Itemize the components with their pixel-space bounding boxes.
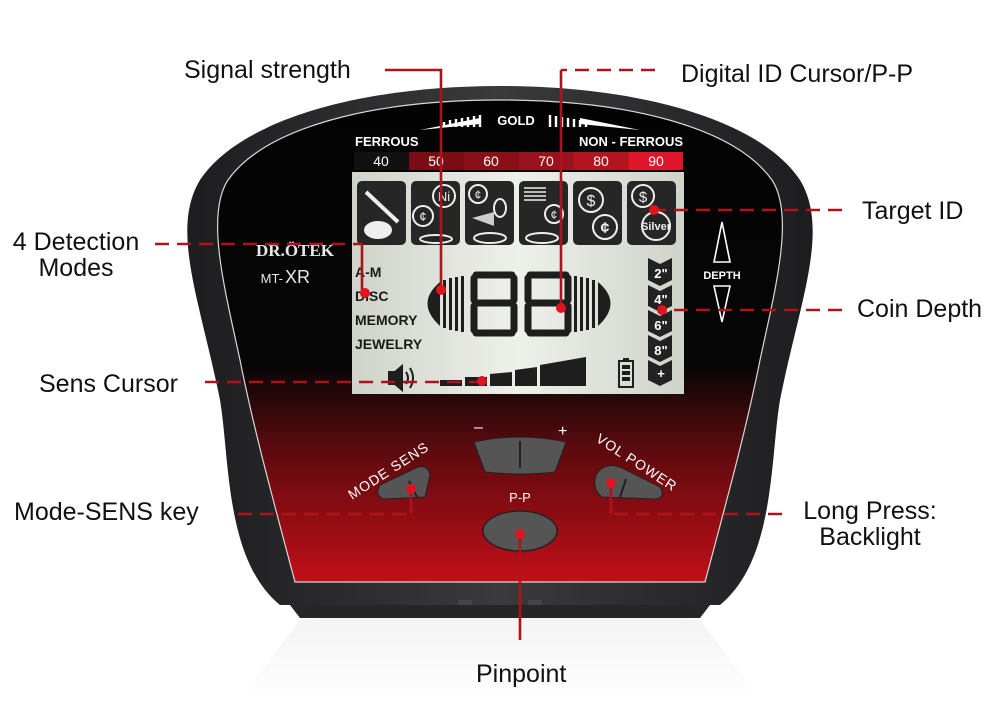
mode-sens-button[interactable] [377, 466, 431, 500]
brand-logo: DR.ÖTEK [256, 241, 335, 260]
scale-90: 90 [648, 153, 664, 169]
depth-2: 2" [654, 266, 667, 281]
callout-sens-cursor: Sens Cursor [39, 370, 178, 398]
mode-jewelry: JEWELRY [355, 336, 423, 352]
long-press-line1: Long Press: [803, 497, 937, 525]
scale-70: 70 [538, 153, 554, 169]
depth-label: DEPTH [703, 270, 740, 282]
gold-label: GOLD [497, 113, 535, 128]
callout-long-press-backlight: Long Press: Backlight [790, 498, 950, 550]
nickel-coin-icon: Ni ¢ [411, 181, 460, 245]
minus-label: – [474, 419, 483, 436]
svg-text:¢: ¢ [419, 209, 426, 224]
depth-scale: 2" 4" 6" 8" + [648, 258, 672, 386]
coinstack-ring-icon: ¢ [519, 181, 568, 245]
model-name: XR [285, 267, 310, 287]
callout-signal-strength: Signal strength [184, 56, 351, 84]
callout-mode-sens-key: Mode-SENS key [14, 498, 199, 526]
callout-detection-modes: 4 Detection Modes [0, 229, 152, 281]
cent-foil-icon: ¢ [465, 181, 514, 245]
callout-coin-depth: Coin Depth [857, 295, 983, 323]
scale-60: 60 [483, 153, 499, 169]
mode-am: A-M [355, 264, 381, 280]
scale-40: 40 [373, 153, 389, 169]
svg-text:$: $ [587, 193, 596, 210]
depth-4: 4" [654, 292, 667, 307]
ferrous-label: FERROUS [355, 134, 419, 149]
digital-id-display [470, 271, 572, 337]
model-prefix: MT- [261, 271, 283, 286]
battery-icon [618, 358, 634, 388]
non-ferrous-label: NON - FERROUS [579, 134, 683, 149]
callout-digital-id-cursor: Digital ID Cursor/P-P [681, 60, 913, 88]
callout-pinpoint: Pinpoint [476, 660, 567, 688]
svg-text:¢: ¢ [601, 220, 610, 237]
scale-80: 80 [593, 153, 609, 169]
callout-target-id: Target ID [862, 197, 964, 225]
pp-label: P-P [509, 490, 531, 505]
device-reflection [240, 610, 760, 700]
detection-modes-line2: Modes [38, 254, 114, 282]
depth-8: 8" [654, 343, 667, 358]
svg-text:¢: ¢ [551, 208, 558, 222]
digits-value: 88 [0, 0, 2, 1]
gold-indicator [420, 115, 640, 130]
long-press-line2: Backlight [819, 523, 921, 551]
plus-label: + [558, 423, 567, 440]
depth-6: 6" [654, 318, 667, 333]
mode-memory: MEMORY [355, 312, 418, 328]
depth-plus: + [657, 366, 665, 381]
detection-modes-line1: 4 Detection [12, 228, 140, 256]
callout-leader-lines [155, 68, 842, 640]
svg-text:¢: ¢ [475, 188, 482, 202]
mode-disc: DISC [355, 288, 388, 304]
depth-arrows-icon [713, 221, 731, 323]
svg-text:$: $ [639, 189, 648, 206]
silver-label: Silver [641, 221, 672, 233]
signal-strength-bars [427, 276, 611, 332]
speaker-icon [388, 363, 414, 393]
target-id-scale: 40 50 60 70 80 90 [354, 152, 683, 170]
sens-bars [440, 357, 586, 386]
dollar-cent-icon: $ ¢ [573, 181, 622, 245]
nail-bottlecap-icon [357, 181, 406, 245]
target-icon-row: Ni ¢ ¢ ¢ $ ¢ [357, 181, 676, 245]
